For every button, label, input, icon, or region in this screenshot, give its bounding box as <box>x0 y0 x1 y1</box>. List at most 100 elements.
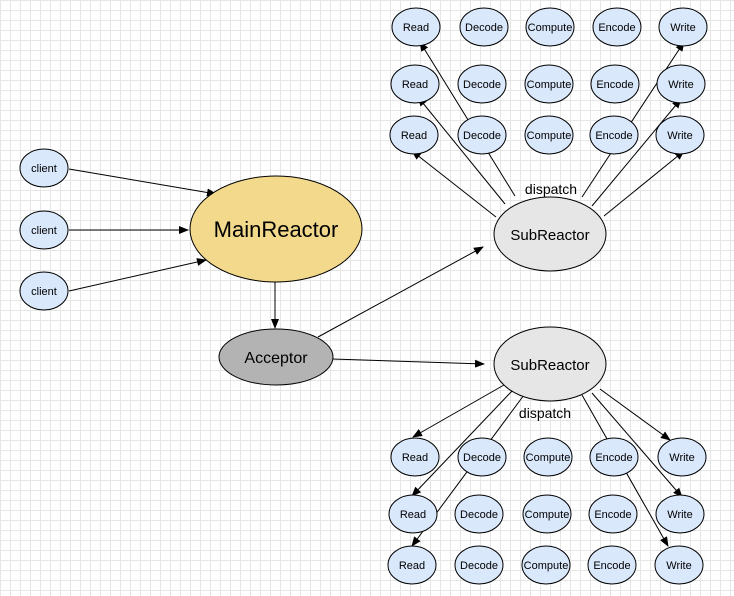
task-node[interactable]: Compute <box>521 545 571 585</box>
task-node[interactable]: Decode <box>454 545 504 585</box>
task-node[interactable]: Write <box>655 494 705 534</box>
task-node[interactable]: Compute <box>522 494 572 534</box>
client-node[interactable]: client <box>19 148 69 188</box>
client-node-shape <box>19 210 69 250</box>
edge-subreactor-top-read-row3 <box>411 150 497 218</box>
dispatch-label: dispatch <box>525 181 577 197</box>
task-label: Read <box>402 452 428 464</box>
client-label: client <box>31 286 57 298</box>
task-node[interactable]: Read <box>387 545 437 585</box>
task-node[interactable]: Encode <box>589 115 639 155</box>
task-label: Compute <box>524 560 569 572</box>
task-label: Compute <box>528 22 573 34</box>
main-reactor-node[interactable]: MainReactor <box>189 175 363 283</box>
sub-reactor-shape <box>493 196 607 272</box>
task-label: Read <box>401 130 427 142</box>
edge-subreactor-bottom-read-row2 <box>411 390 513 497</box>
task-node[interactable]: Encode <box>592 7 642 47</box>
edge-subreactor-bottom-read-row1 <box>412 384 505 438</box>
task-label: Decode <box>465 22 503 34</box>
edge-acceptor-subreactor-top <box>317 246 484 338</box>
task-label: Write <box>670 22 695 34</box>
sub-reactor-shape <box>493 326 607 402</box>
task-node[interactable]: Read <box>389 115 439 155</box>
task-label: Read <box>399 560 425 572</box>
sub-reactor-label: SubReactor <box>510 357 589 374</box>
task-node[interactable]: Write <box>655 115 705 155</box>
edge-acceptor-subreactor-bottom <box>331 358 485 368</box>
task-node[interactable]: Write <box>658 7 708 47</box>
edge-subreactor-top-write-row1 <box>581 41 685 198</box>
task-node[interactable]: Encode <box>587 545 637 585</box>
edge-client1-mainreactor <box>68 168 217 197</box>
task-node[interactable]: Write <box>656 64 706 104</box>
task-label: Compute <box>525 509 570 521</box>
task-label: Decode <box>460 560 498 572</box>
task-label: Write <box>667 130 692 142</box>
task-label: Encode <box>598 22 635 34</box>
task-node[interactable]: Read <box>388 494 438 534</box>
task-node[interactable]: Decode <box>454 494 504 534</box>
edge-subreactor-bottom-write-row2 <box>591 392 683 498</box>
task-node[interactable]: Decode <box>457 64 507 104</box>
edge-subreactor-top-write-row3 <box>603 150 685 217</box>
task-label: Read <box>400 509 426 521</box>
sub-reactor-node[interactable]: SubReactor <box>493 326 607 402</box>
task-node[interactable]: Decode <box>457 115 507 155</box>
acceptor-shape <box>218 328 334 386</box>
task-label: Read <box>403 22 429 34</box>
sub-reactor-node[interactable]: SubReactor <box>493 196 607 272</box>
acceptor-label: Acceptor <box>244 350 308 367</box>
task-label: Compute <box>527 130 572 142</box>
client-node[interactable]: client <box>19 210 69 250</box>
edge-subreactor-top-write-row2 <box>591 98 682 207</box>
task-label: Encode <box>593 560 630 572</box>
edge-subreactor-top-read-row2 <box>417 96 506 205</box>
client-node[interactable]: client <box>19 271 69 311</box>
sub-reactor-label: SubReactor <box>510 227 589 244</box>
task-node[interactable]: Read <box>391 7 441 47</box>
edge-subreactor-bottom-write-row1 <box>599 388 671 441</box>
task-label: Write <box>668 79 693 91</box>
task-node[interactable]: Decode <box>459 7 509 47</box>
task-label: Decode <box>463 452 501 464</box>
task-grid-top: Read Decode Compute Encode Write Read De… <box>389 7 708 155</box>
acceptor-node[interactable]: Acceptor <box>218 328 334 386</box>
dispatch-label: dispatch <box>519 405 571 421</box>
task-label: Compute <box>527 79 572 91</box>
task-label: Write <box>666 560 691 572</box>
task-node[interactable]: Write <box>657 437 707 477</box>
task-node[interactable]: Compute <box>524 64 574 104</box>
task-label: Decode <box>463 79 501 91</box>
task-grid-bottom: Read Decode Compute Encode Write Read De… <box>387 437 707 585</box>
task-label: Write <box>667 509 692 521</box>
task-node[interactable]: Encode <box>589 437 639 477</box>
task-label: Encode <box>594 509 631 521</box>
task-label: Write <box>669 452 694 464</box>
task-node[interactable]: Compute <box>523 437 573 477</box>
task-node[interactable]: Write <box>654 545 704 585</box>
edges <box>68 41 685 547</box>
task-label: Encode <box>596 79 633 91</box>
main-reactor-label: MainReactor <box>214 217 339 242</box>
edge-client3-mainreactor <box>68 258 207 292</box>
edge-subreactor-top-read-row1 <box>419 41 516 197</box>
task-label: Encode <box>595 130 632 142</box>
task-label: Read <box>402 79 428 91</box>
client-node-shape <box>19 148 69 188</box>
main-reactor-shape <box>189 175 363 283</box>
task-node[interactable]: Decode <box>457 437 507 477</box>
task-node[interactable]: Compute <box>525 7 575 47</box>
task-node[interactable]: Read <box>390 437 440 477</box>
task-label: Decode <box>463 130 501 142</box>
task-node[interactable]: Compute <box>524 115 574 155</box>
client-label: client <box>31 163 57 175</box>
task-node[interactable]: Encode <box>590 64 640 104</box>
task-node[interactable]: Read <box>390 64 440 104</box>
client-label: client <box>31 225 57 237</box>
task-label: Encode <box>595 452 632 464</box>
client-node-shape <box>19 271 69 311</box>
task-node[interactable]: Encode <box>588 494 638 534</box>
task-label: Decode <box>460 509 498 521</box>
